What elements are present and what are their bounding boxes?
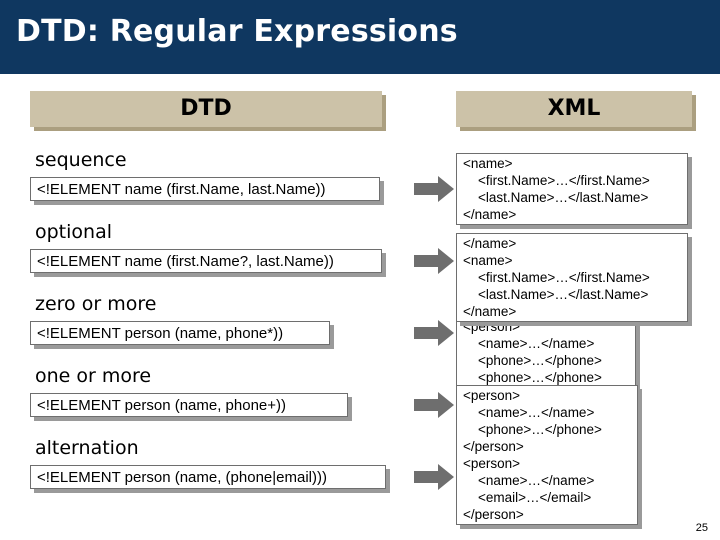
xml-column-header: XML (456, 91, 692, 127)
xml-line: </name> (463, 304, 517, 319)
xml-line: <phone>…</phone> (463, 422, 602, 437)
xml-line: <first.Name>…</first.Name> (463, 270, 650, 285)
dtd-column-header: DTD (30, 91, 382, 127)
xml-line: <phone>…</phone> (463, 370, 602, 385)
xml-line: <phone>…</phone> (463, 353, 602, 368)
arrow-right-icon (414, 392, 454, 418)
title-bar: DTD: Regular Expressions (0, 0, 720, 74)
rule-one-or-more: <!ELEMENT person (name, phone+)) (30, 393, 348, 417)
xml-line: <person> (463, 456, 521, 471)
rule-alternation: <!ELEMENT person (name, (phone|email))) (30, 465, 386, 489)
category-alternation: alternation (35, 437, 139, 459)
xml-line: <email>…</email> (463, 490, 592, 505)
category-sequence: sequence (35, 149, 127, 171)
category-optional: optional (35, 221, 113, 243)
slide-title: DTD: Regular Expressions (16, 14, 458, 49)
xml-line: <name>…</name> (463, 473, 595, 488)
rule-zero-or-more: <!ELEMENT person (name, phone*)) (30, 321, 330, 345)
xml-line: </person> (463, 507, 524, 522)
xml-line: </person> (463, 439, 524, 454)
xml-example-zero-or-more: <person> <name>…</name> <phone>…</phone>… (456, 316, 636, 388)
arrow-right-icon (414, 176, 454, 202)
page-number: 25 (695, 522, 708, 534)
xml-example-sequence: <name> <first.Name>…</first.Name> <last.… (456, 153, 688, 225)
category-one-or-more: one or more (35, 365, 152, 387)
xml-line: <last.Name>…</last.Name> (463, 190, 649, 205)
xml-line: </name> (463, 236, 517, 251)
xml-line: <last.Name>…</last.Name> (463, 287, 649, 302)
xml-line: <person> (463, 319, 521, 334)
xml-line: </name> (463, 207, 517, 222)
category-zero-or-more: zero or more (35, 293, 157, 315)
xml-example-alternation: <person> <name>…</name> <phone>…</phone>… (456, 385, 638, 525)
xml-line: <first.Name>…</first.Name> (463, 173, 650, 188)
arrow-right-icon (414, 320, 454, 346)
arrow-right-icon (414, 464, 454, 490)
xml-line: <person> (463, 388, 521, 403)
rule-optional: <!ELEMENT name (first.Name?, last.Name)) (30, 249, 382, 273)
rule-sequence: <!ELEMENT name (first.Name, last.Name)) (30, 177, 380, 201)
xml-line: <name> (463, 253, 513, 268)
xml-line: <name>…</name> (463, 336, 595, 351)
arrow-right-icon (414, 248, 454, 274)
xml-example-optional: </name> <name> <first.Name>…</first.Name… (456, 233, 688, 322)
xml-line: <name>…</name> (463, 405, 595, 420)
xml-line: <name> (463, 156, 513, 171)
